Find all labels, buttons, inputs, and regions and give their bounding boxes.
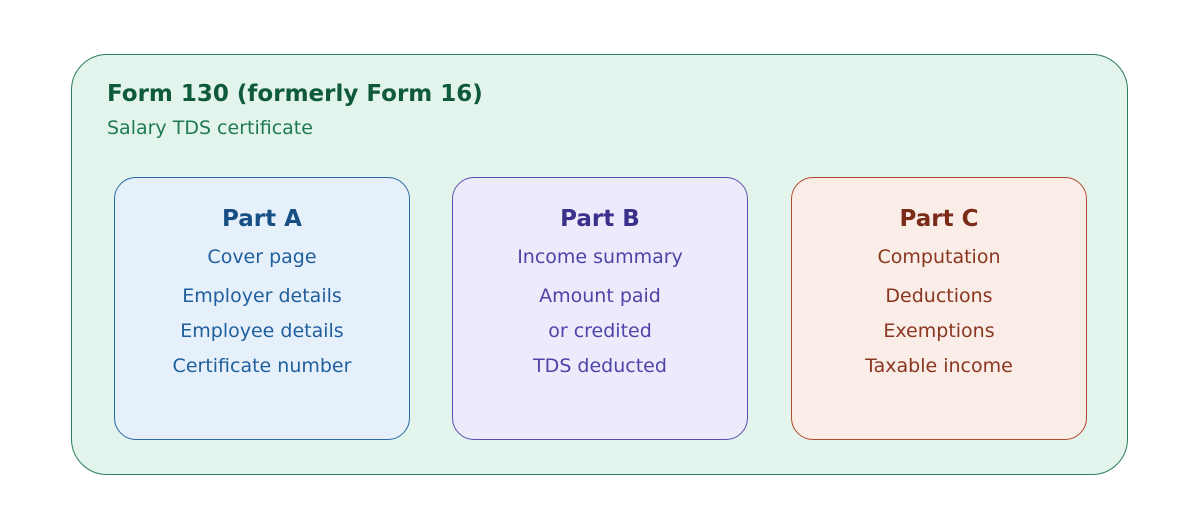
part-b-item: or credited	[548, 320, 652, 342]
part-c-item: Deductions	[885, 285, 993, 307]
part-b-box: Part B Income summary Amount paid or cre…	[452, 177, 748, 440]
part-a-item: Employee details	[180, 320, 344, 342]
part-c-item: Computation	[877, 246, 1001, 268]
part-b-item: Income summary	[517, 246, 683, 268]
part-b-title: Part B	[560, 206, 640, 232]
part-a-box: Part A Cover page Employer details Emplo…	[114, 177, 410, 440]
part-a-item: Certificate number	[172, 355, 352, 377]
part-c-item: Taxable income	[865, 355, 1013, 377]
part-c-title: Part C	[899, 206, 979, 232]
part-a-title: Part A	[222, 206, 302, 232]
form-title: Form 130 (formerly Form 16)	[107, 81, 483, 107]
form-subtitle: Salary TDS certificate	[107, 117, 313, 139]
part-a-item: Cover page	[207, 246, 317, 268]
part-b-item: Amount paid	[539, 285, 661, 307]
form-container: Form 130 (formerly Form 16) Salary TDS c…	[71, 54, 1128, 475]
part-b-item: TDS deducted	[533, 355, 667, 377]
part-c-box: Part C Computation Deductions Exemptions…	[791, 177, 1087, 440]
part-c-item: Exemptions	[883, 320, 995, 342]
part-a-item: Employer details	[182, 285, 342, 307]
